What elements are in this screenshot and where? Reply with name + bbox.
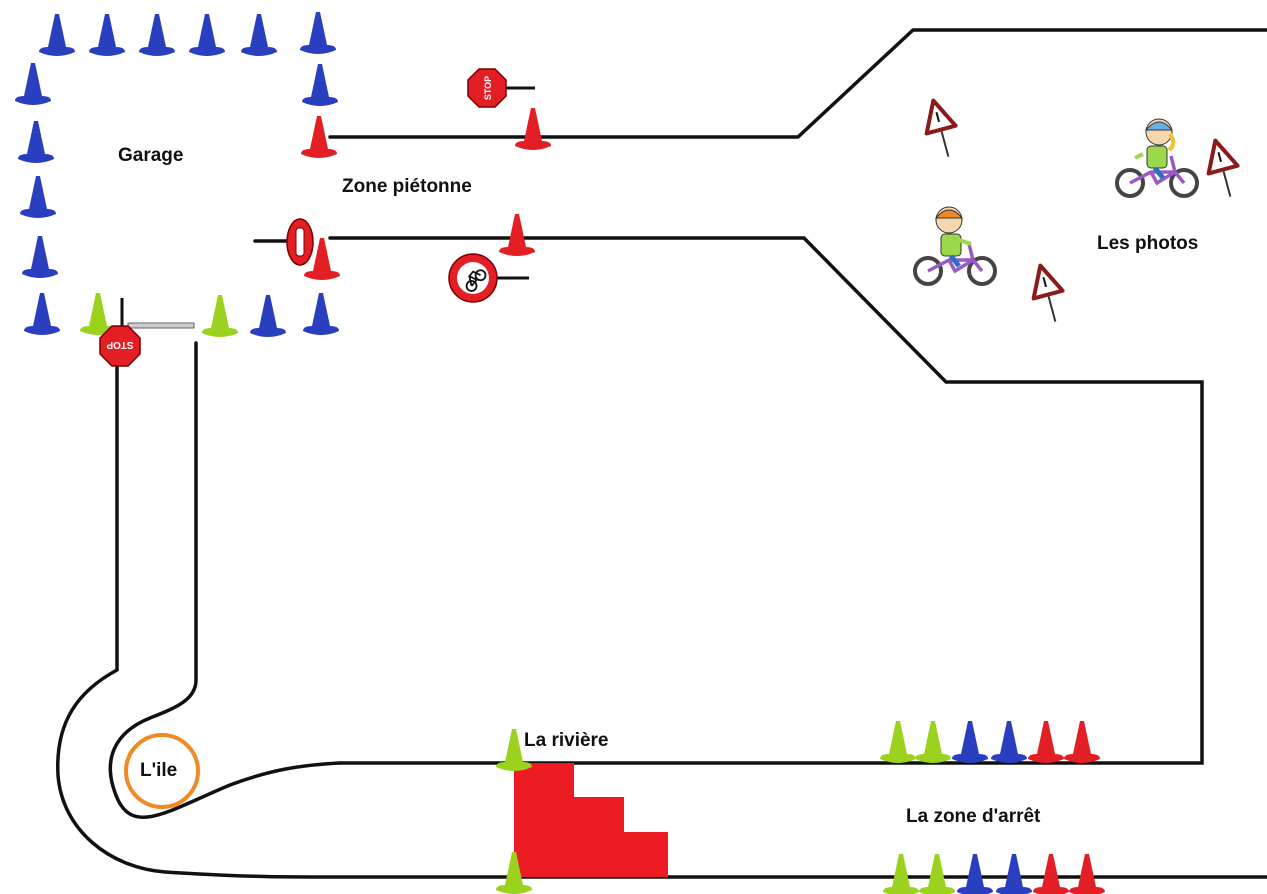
cone-icon	[302, 64, 338, 106]
cone-icon	[915, 721, 951, 763]
cone-icon	[1033, 854, 1069, 894]
cone-icon	[880, 721, 916, 763]
warning-sign-icon	[924, 98, 958, 157]
cone-icon	[250, 295, 286, 337]
stop-sign-label: STOP	[106, 339, 133, 350]
island-label: L'ile	[140, 760, 178, 781]
cone-icon	[20, 176, 56, 218]
cone-icon	[139, 14, 175, 56]
outer-curve-line	[56, 356, 1267, 879]
stop-sign-label: STOP	[483, 76, 493, 100]
garage-label: Garage	[118, 145, 184, 166]
cone-icon	[202, 295, 238, 337]
cone-icon	[303, 293, 339, 335]
cone-icon	[1069, 854, 1105, 894]
cone-icon	[919, 854, 955, 894]
road-top-line	[328, 28, 1267, 139]
road-bottom-line	[328, 236, 1204, 765]
no-bicycles-sign-icon	[448, 253, 529, 303]
stop-sign-icon: STOP	[99, 325, 141, 367]
pedestrian-zone-label: Zone piétonne	[342, 176, 472, 197]
cone-icon	[883, 854, 919, 894]
cone-icon	[996, 854, 1032, 894]
cone-icon	[24, 293, 60, 335]
cone-icon	[991, 721, 1027, 763]
cone-icon	[300, 12, 336, 54]
no-entry-sign-icon	[286, 218, 314, 266]
garage-cones	[15, 12, 339, 337]
cone-icon	[15, 63, 51, 105]
warning-sign-icon	[1031, 263, 1065, 322]
cone-icon	[18, 121, 54, 163]
stop-zone-cones-top	[880, 721, 1100, 763]
river-label: La rivière	[524, 730, 609, 751]
photos-label: Les photos	[1097, 233, 1199, 254]
cone-icon	[22, 236, 58, 278]
cone-icon	[957, 854, 993, 894]
island-ring	[124, 733, 200, 809]
cone-icon	[89, 14, 125, 56]
child-cyclist-icon	[913, 206, 997, 286]
river-block	[514, 763, 668, 877]
cone-icon	[952, 721, 988, 763]
garage-gate	[120, 298, 195, 330]
stop-zone-cones-bottom	[883, 854, 1105, 894]
stop-zone-label: La zone d'arrêt	[906, 806, 1041, 827]
cone-icon	[1064, 721, 1100, 763]
cone-icon	[189, 14, 225, 56]
warning-sign-icon	[1206, 138, 1240, 197]
stop-sign-icon: STOP	[467, 68, 535, 108]
track-lines	[56, 28, 1267, 879]
inner-curve-line	[108, 341, 342, 819]
cone-icon	[499, 214, 535, 256]
cone-icon	[39, 14, 75, 56]
cone-icon	[515, 108, 551, 150]
cone-icon	[241, 14, 277, 56]
cone-icon	[1028, 721, 1064, 763]
child-cyclist-icon	[1115, 118, 1199, 198]
